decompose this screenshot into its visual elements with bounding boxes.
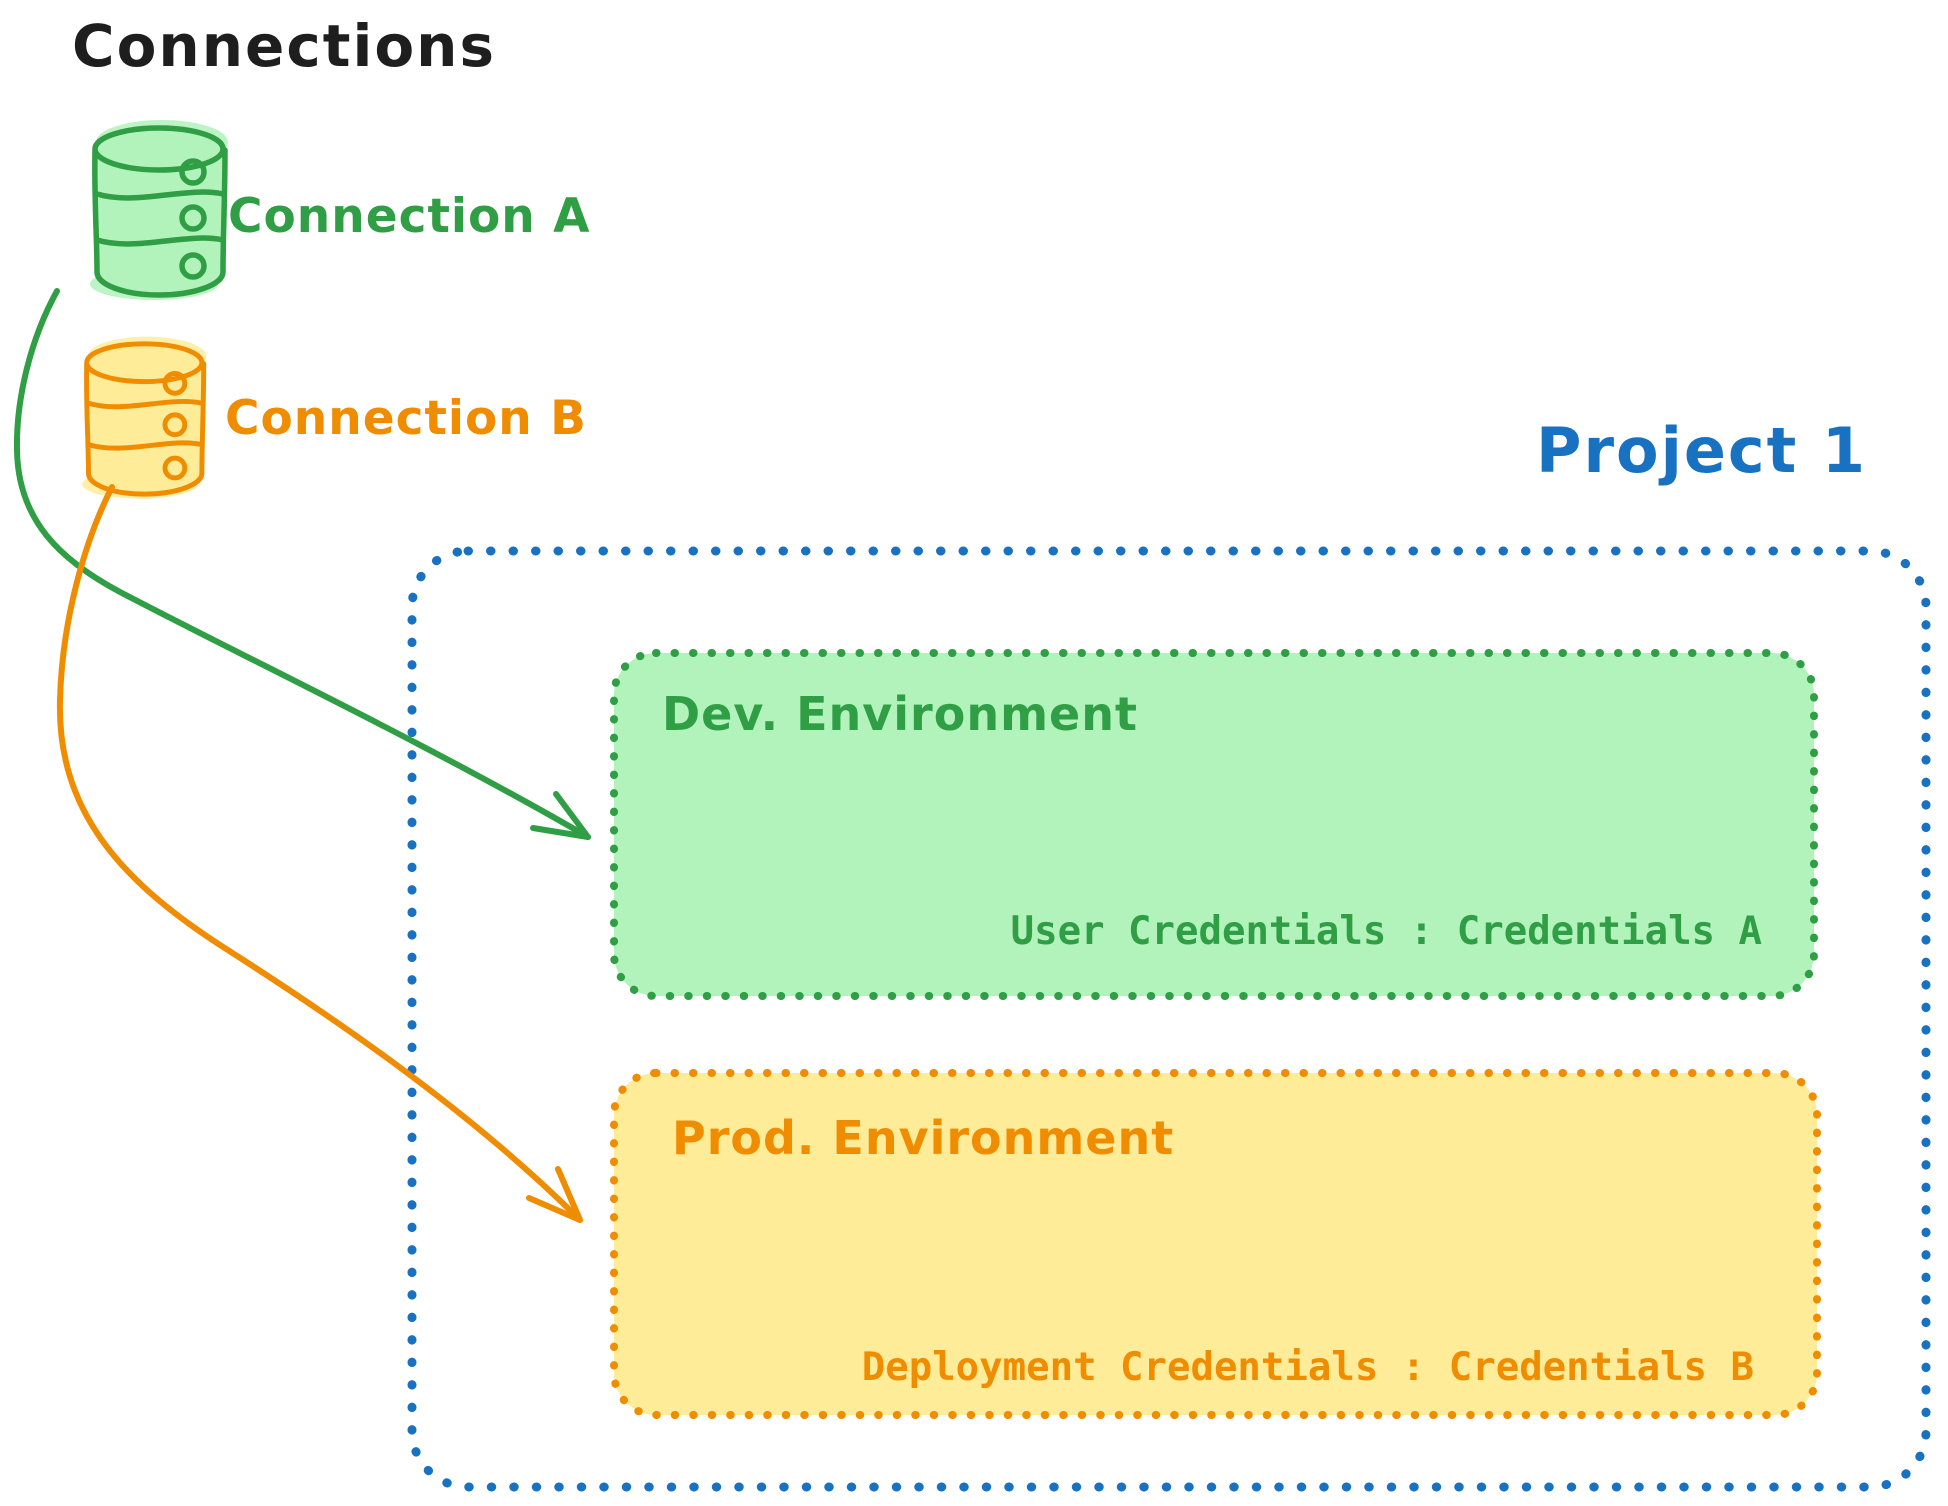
connection-a-label: Connection A	[228, 189, 591, 244]
prod-environment-box	[610, 1069, 1821, 1419]
database-icon-connection-a	[90, 120, 228, 300]
connection-b-label: Connection B	[225, 391, 587, 446]
prod-credentials-text: Deployment Credentials : Credentials B	[861, 1345, 1754, 1390]
connections-title: Connections	[72, 12, 496, 80]
project-container-box	[407, 546, 1931, 1492]
project-title: Project 1	[1536, 414, 1868, 487]
dev-environment-box	[610, 649, 1818, 1000]
dev-credentials-text: User Credentials : Credentials A	[1010, 909, 1762, 954]
arrow-connection-b-to-prod	[56, 484, 583, 1223]
arrow-connection-a-to-dev	[13, 288, 591, 840]
prod-environment-heading: Prod. Environment	[672, 1111, 1175, 1165]
dev-environment-heading: Dev. Environment	[662, 687, 1138, 741]
database-icon-connection-b	[82, 336, 207, 499]
